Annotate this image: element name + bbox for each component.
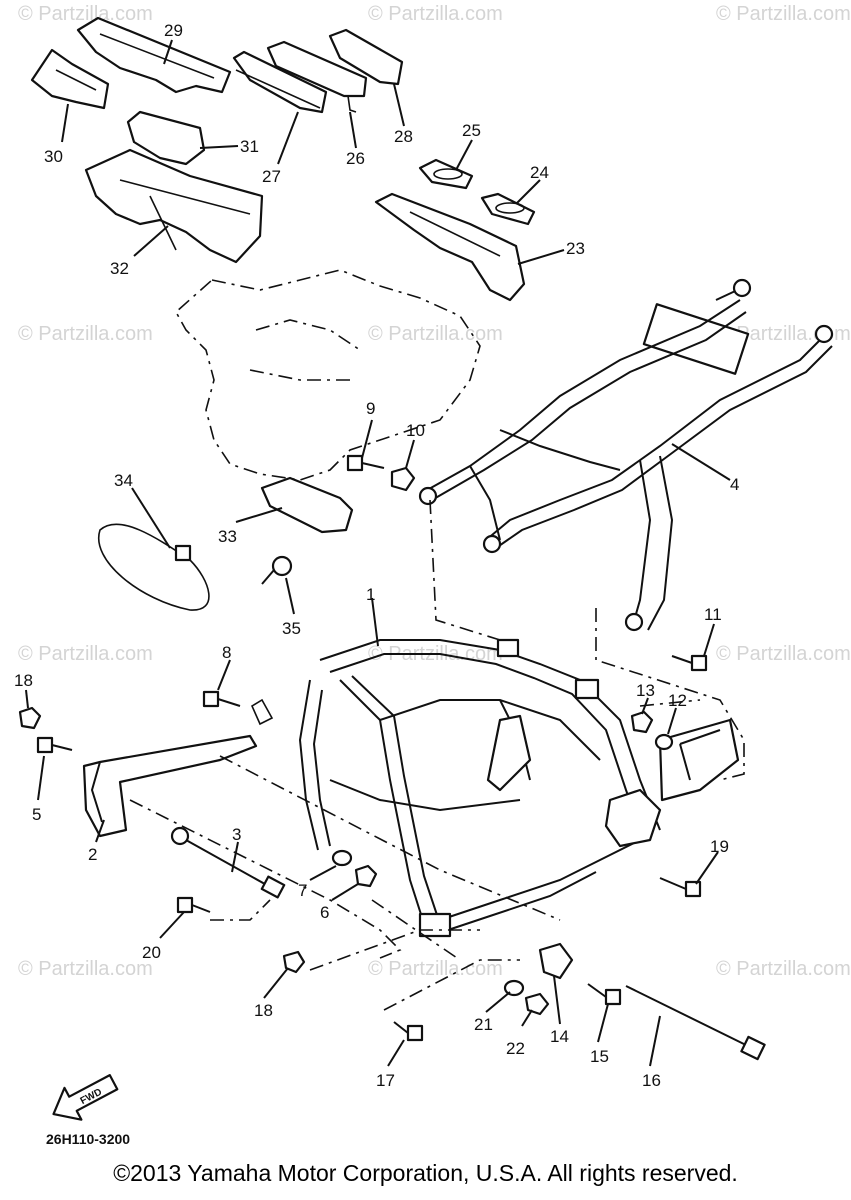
callout-34: 34 xyxy=(114,471,133,490)
callout-17: 17 xyxy=(376,1071,395,1090)
callout-4: 4 xyxy=(730,475,739,494)
fwd-arrow-icon: FWD xyxy=(52,1073,119,1121)
assembly-lines xyxy=(129,499,745,1011)
callout-13: 13 xyxy=(636,681,655,700)
callout-18-lower: 18 xyxy=(254,1001,273,1020)
callouts: 29 30 31 32 27 26 28 25 24 23 9 10 4 33 … xyxy=(14,21,739,1090)
callout-28: 28 xyxy=(394,127,413,146)
callout-27: 27 xyxy=(262,167,281,186)
top-covers xyxy=(30,16,536,302)
callout-11: 11 xyxy=(704,605,722,624)
watermark: © Partzilla.com xyxy=(368,323,503,345)
callout-33: 33 xyxy=(218,527,237,546)
callout-25: 25 xyxy=(462,121,481,140)
callout-14: 14 xyxy=(550,1027,569,1046)
callout-1: 1 xyxy=(366,585,375,604)
watermark: © Partzilla.com xyxy=(716,958,851,980)
callout-7: 7 xyxy=(298,881,307,900)
watermark: © Partzilla.com xyxy=(18,3,153,25)
watermark: © Partzilla.com xyxy=(368,3,503,25)
watermark: © Partzilla.com xyxy=(716,3,851,25)
main-frame xyxy=(298,638,740,938)
callout-3: 3 xyxy=(232,825,241,844)
callout-31: 31 xyxy=(240,137,259,156)
watermark: © Partzilla.com xyxy=(368,958,503,980)
watermarks: © Partzilla.com © Partzilla.com © Partzi… xyxy=(18,3,851,980)
callout-24: 24 xyxy=(530,163,549,182)
leader-lines xyxy=(25,39,731,1067)
watermark: © Partzilla.com xyxy=(18,323,153,345)
callout-26: 26 xyxy=(346,149,365,168)
copyright-notice: ©2013 Yamaha Motor Corporation, U.S.A. A… xyxy=(113,1160,738,1186)
callout-35: 35 xyxy=(282,619,301,638)
callout-2: 2 xyxy=(88,845,97,864)
callout-16: 16 xyxy=(642,1071,661,1090)
callout-6: 6 xyxy=(320,903,329,922)
watermark: © Partzilla.com xyxy=(716,643,851,665)
callout-30: 30 xyxy=(44,147,63,166)
callout-32: 32 xyxy=(110,259,129,278)
callout-22: 22 xyxy=(506,1039,525,1058)
callout-12: 12 xyxy=(668,691,687,710)
diagram-code: 26H110-3200 xyxy=(46,1131,130,1147)
callout-23: 23 xyxy=(566,239,585,258)
callout-21: 21 xyxy=(474,1015,493,1034)
watermark: © Partzilla.com xyxy=(18,643,153,665)
callout-5: 5 xyxy=(32,805,41,824)
watermark: © Partzilla.com xyxy=(18,958,153,980)
misc-parts xyxy=(97,476,354,611)
callout-9: 9 xyxy=(366,399,375,418)
callout-8: 8 xyxy=(222,643,231,662)
callout-29: 29 xyxy=(164,21,183,40)
callout-20: 20 xyxy=(142,943,161,962)
rear-subframe xyxy=(418,278,834,632)
engine-outline xyxy=(174,269,481,481)
callout-15: 15 xyxy=(590,1047,609,1066)
bracket-2 xyxy=(82,698,274,838)
callout-19: 19 xyxy=(710,837,729,856)
callout-18: 18 xyxy=(14,671,33,690)
fasteners xyxy=(18,454,766,1061)
callout-10: 10 xyxy=(406,421,425,440)
